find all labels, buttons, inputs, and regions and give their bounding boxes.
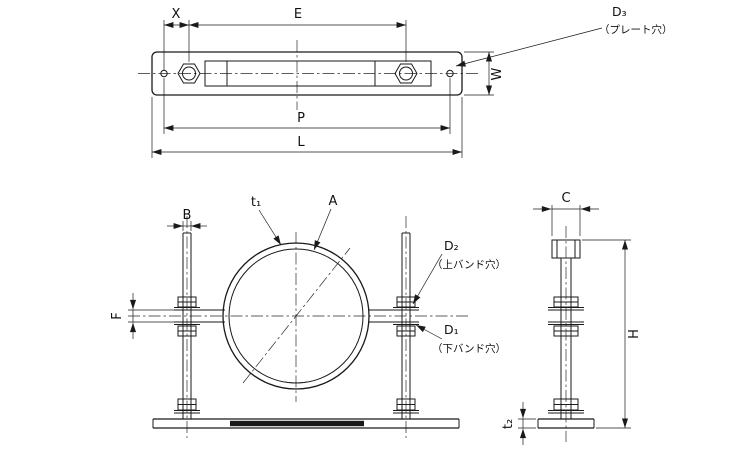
d1-leader <box>415 324 443 340</box>
t1-label: t₁ <box>251 195 261 210</box>
dim-label-p: P <box>297 111 305 126</box>
dim-label-f: F <box>110 312 125 319</box>
a-label: A <box>329 194 338 209</box>
d2-note: （上バンド穴） <box>432 258 506 271</box>
d1-note: （下バンド穴） <box>432 342 506 355</box>
plate-hole-left <box>160 69 168 78</box>
dim-label-b: B <box>183 208 192 223</box>
side-base <box>537 398 595 429</box>
t1-leader <box>258 209 282 246</box>
dim-label-e: E <box>294 7 302 22</box>
top-bolt-left <box>177 63 201 84</box>
side-mid-stack <box>548 296 584 337</box>
pipe-circle <box>228 248 364 384</box>
dim-label-h: H <box>627 329 642 339</box>
dim-label-c: C <box>561 191 570 206</box>
d3-label: D₃ <box>612 4 627 19</box>
top-bolt-right <box>394 63 418 84</box>
front-diagonal-centerline <box>242 247 351 384</box>
dim-label-x: X <box>172 7 181 22</box>
side-band-top <box>551 239 581 259</box>
d2-leader <box>412 253 443 305</box>
front-right-bolt <box>393 232 419 419</box>
d2-label: D₂ <box>444 238 459 253</box>
front-view: B F t₁ A D₂ （上バンド穴） D₁ （下バンド穴） <box>110 194 506 438</box>
plate-hole-right <box>446 69 454 78</box>
d3-leader <box>455 27 603 67</box>
top-view: X E D₃ （プレート穴） W P L <box>138 4 673 158</box>
dim-label-l: L <box>297 135 305 150</box>
dim-label-w: W <box>490 67 505 80</box>
dim-label-t2: t₂ <box>501 419 516 429</box>
band-under-plate <box>204 60 432 87</box>
band-bottom-seat <box>230 420 364 427</box>
band-outer-circle <box>222 242 370 390</box>
d1-label: D₁ <box>444 322 459 337</box>
front-left-bolt <box>174 232 200 419</box>
plate-outline <box>151 51 463 96</box>
a-leader <box>313 208 332 251</box>
front-base-plate <box>152 418 460 429</box>
side-view: C H t₂ <box>501 191 642 445</box>
d3-note: （プレート穴） <box>599 23 673 36</box>
